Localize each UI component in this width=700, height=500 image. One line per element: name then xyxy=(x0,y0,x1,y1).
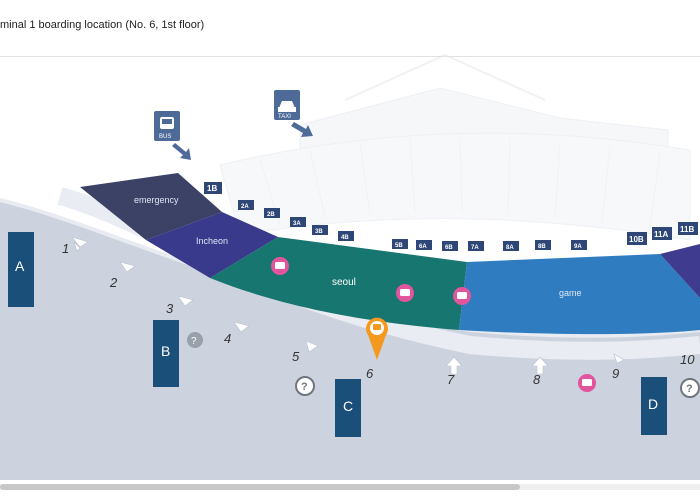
up-arrow-icon xyxy=(445,356,463,375)
boarding-location-marker[interactable] xyxy=(366,317,388,360)
gate-tag[interactable]: 3B xyxy=(312,225,328,235)
zone-incheon[interactable] xyxy=(146,212,278,278)
info-desk-icon[interactable]: ? xyxy=(187,332,203,348)
svg-text:D: D xyxy=(648,396,658,412)
up-arrow-icon xyxy=(613,353,625,364)
exit-a[interactable]: A xyxy=(8,232,34,307)
door-number: 7 xyxy=(447,372,455,387)
bus-stop-icon[interactable]: BUS xyxy=(154,111,180,141)
exit-d[interactable]: D xyxy=(641,377,667,435)
door-arrows xyxy=(71,236,625,375)
gate-tag[interactable]: 6A xyxy=(416,240,432,250)
up-arrow-icon xyxy=(233,321,250,333)
zone-label-seoul: seoul xyxy=(332,277,356,288)
help-question-icon[interactable]: ? xyxy=(295,376,315,396)
zone-label-game: game xyxy=(559,288,582,298)
zone-label-emergency: emergency xyxy=(134,195,179,205)
scrollbar-thumb[interactable] xyxy=(0,484,520,490)
zone-far-right xyxy=(660,244,700,298)
gate-tags: 1B 2A 2B 3A 3B 4B 5B 6A 6B 7A 8A 8B 9A 1… xyxy=(204,182,698,251)
svg-text:B: B xyxy=(161,343,170,359)
horizontal-scrollbar[interactable] xyxy=(0,484,700,490)
taxi-stand-icon[interactable]: TAXI xyxy=(274,90,300,120)
terminal-building-outline xyxy=(219,53,691,241)
door-number: 2 xyxy=(109,275,118,290)
door-number: 4 xyxy=(224,331,231,346)
svg-text:5B: 5B xyxy=(395,243,403,249)
up-arrow-icon xyxy=(177,295,194,307)
page-title: minal 1 boarding location (No. 6, 1st fl… xyxy=(0,19,205,31)
door-number: 10 xyxy=(680,352,695,367)
gate-tag[interactable]: 8B xyxy=(535,240,551,250)
svg-text:8A: 8A xyxy=(506,245,514,251)
svg-text:?: ? xyxy=(301,381,308,393)
terminal-map: emergency Incheon seoul game 1B 2A 2B 3A… xyxy=(0,53,700,480)
up-arrow-icon xyxy=(71,236,89,252)
door-number: 9 xyxy=(612,366,619,381)
up-arrow-icon xyxy=(305,340,319,353)
exit-c[interactable]: C xyxy=(335,379,361,437)
exit-b[interactable]: B xyxy=(153,320,179,387)
bus-stop-marker-icon[interactable] xyxy=(453,287,471,305)
door-number: 1 xyxy=(62,241,69,256)
svg-text:11A: 11A xyxy=(654,230,668,239)
bus-stop-marker-icon[interactable] xyxy=(396,284,414,302)
svg-text:6A: 6A xyxy=(419,244,427,250)
gate-tag[interactable]: 11A xyxy=(652,227,672,240)
bus-label: BUS xyxy=(159,134,171,140)
svg-text:?: ? xyxy=(686,383,693,395)
door-number: 3 xyxy=(166,301,174,316)
gate-tag[interactable]: 2A xyxy=(238,200,254,210)
gate-tag[interactable]: 8A xyxy=(503,241,519,251)
svg-text:C: C xyxy=(343,398,353,414)
gate-tag[interactable]: 1B xyxy=(204,182,222,194)
svg-text:A: A xyxy=(15,258,25,274)
svg-text:1B: 1B xyxy=(207,184,217,193)
svg-text:2B: 2B xyxy=(267,212,275,218)
svg-text:3A: 3A xyxy=(293,221,301,227)
svg-text:8B: 8B xyxy=(538,244,546,250)
svg-text:6B: 6B xyxy=(445,245,453,251)
up-arrow-icon xyxy=(119,261,136,273)
svg-text:3B: 3B xyxy=(315,229,323,235)
svg-text:4B: 4B xyxy=(341,235,349,241)
gate-tag[interactable]: 6B xyxy=(442,241,458,251)
gate-tag[interactable]: 5B xyxy=(392,239,408,249)
bus-stop-marker-icon[interactable] xyxy=(578,374,596,392)
taxi-pointer-arrow-icon xyxy=(291,122,313,137)
svg-text:10B: 10B xyxy=(629,235,644,244)
gate-tag[interactable]: 7A xyxy=(468,241,484,251)
gate-tag[interactable]: 11B xyxy=(678,222,698,235)
bus-stop-marker-icon[interactable] xyxy=(271,257,289,275)
gate-tag[interactable]: 9A xyxy=(571,240,587,250)
taxi-label: TAXI xyxy=(278,114,291,120)
svg-text:11B: 11B xyxy=(680,225,694,234)
svg-text:2A: 2A xyxy=(241,204,249,210)
svg-text:?: ? xyxy=(191,336,197,347)
gate-tag[interactable]: 3A xyxy=(290,217,306,227)
header-divider xyxy=(0,56,700,57)
svg-text:7A: 7A xyxy=(471,245,479,251)
zone-emergency[interactable] xyxy=(80,173,222,240)
door-number: 6 xyxy=(366,366,374,381)
help-question-icon[interactable]: ? xyxy=(680,378,700,398)
up-arrow-icon xyxy=(531,356,549,375)
zone-game[interactable] xyxy=(459,254,700,335)
door-number: 8 xyxy=(533,372,541,387)
zone-label-incheon: Incheon xyxy=(196,236,228,246)
gate-tag[interactable]: 4B xyxy=(338,231,354,241)
bus-pointer-arrow-icon xyxy=(172,143,191,160)
gate-tag[interactable]: 2B xyxy=(264,208,280,218)
gate-tag[interactable]: 10B xyxy=(627,232,647,245)
door-number: 5 xyxy=(292,349,300,364)
svg-text:9A: 9A xyxy=(574,244,582,250)
arrival-walkway xyxy=(0,200,700,480)
